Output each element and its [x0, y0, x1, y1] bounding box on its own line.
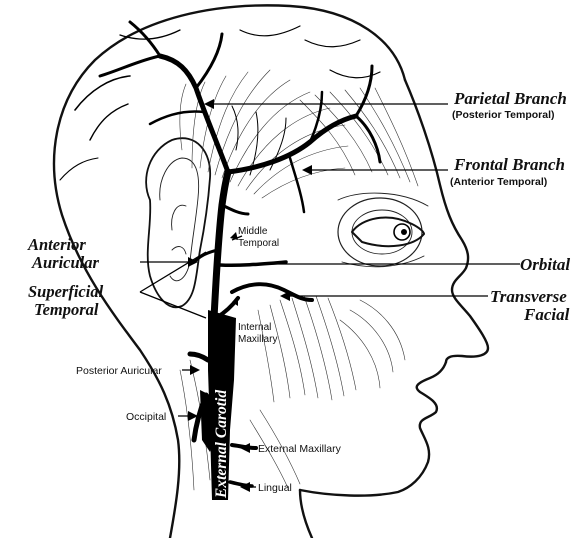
label-parietal-branch: Parietal Branch	[453, 89, 567, 108]
label-lingual: Lingual	[258, 482, 292, 494]
label-anterior-auricular-1: Anterior	[27, 235, 86, 254]
label-occipital: Occipital	[126, 411, 166, 423]
head-outline	[54, 5, 488, 538]
label-frontal-branch-sub: (Anterior Temporal)	[450, 176, 547, 188]
label-internal-maxillary-2: Maxillary	[238, 334, 277, 345]
label-posterior-auricular: Posterior Auricular	[76, 365, 162, 377]
label-orbital: Orbital	[520, 255, 570, 274]
label-anterior-auricular-2: Auricular	[31, 253, 100, 272]
label-middle-temporal-1: Middle	[238, 226, 268, 237]
label-superficial-temporal-1: Superficial	[28, 282, 104, 301]
label-external-carotid: External Carotid	[213, 390, 230, 499]
label-parietal-branch-sub: (Posterior Temporal)	[452, 109, 555, 121]
label-external-maxillary: External Maxillary	[258, 443, 342, 455]
label-middle-temporal-2: Temporal	[238, 238, 279, 249]
label-frontal-branch: Frontal Branch	[453, 155, 565, 174]
arteries	[100, 22, 380, 500]
label-superficial-temporal-2: Temporal	[34, 300, 99, 319]
eye	[338, 193, 428, 267]
label-transverse-facial-2: Facial	[523, 305, 570, 324]
label-internal-maxillary-1: Internal	[238, 322, 271, 333]
label-transverse-facial-1: Transverse	[490, 287, 567, 306]
